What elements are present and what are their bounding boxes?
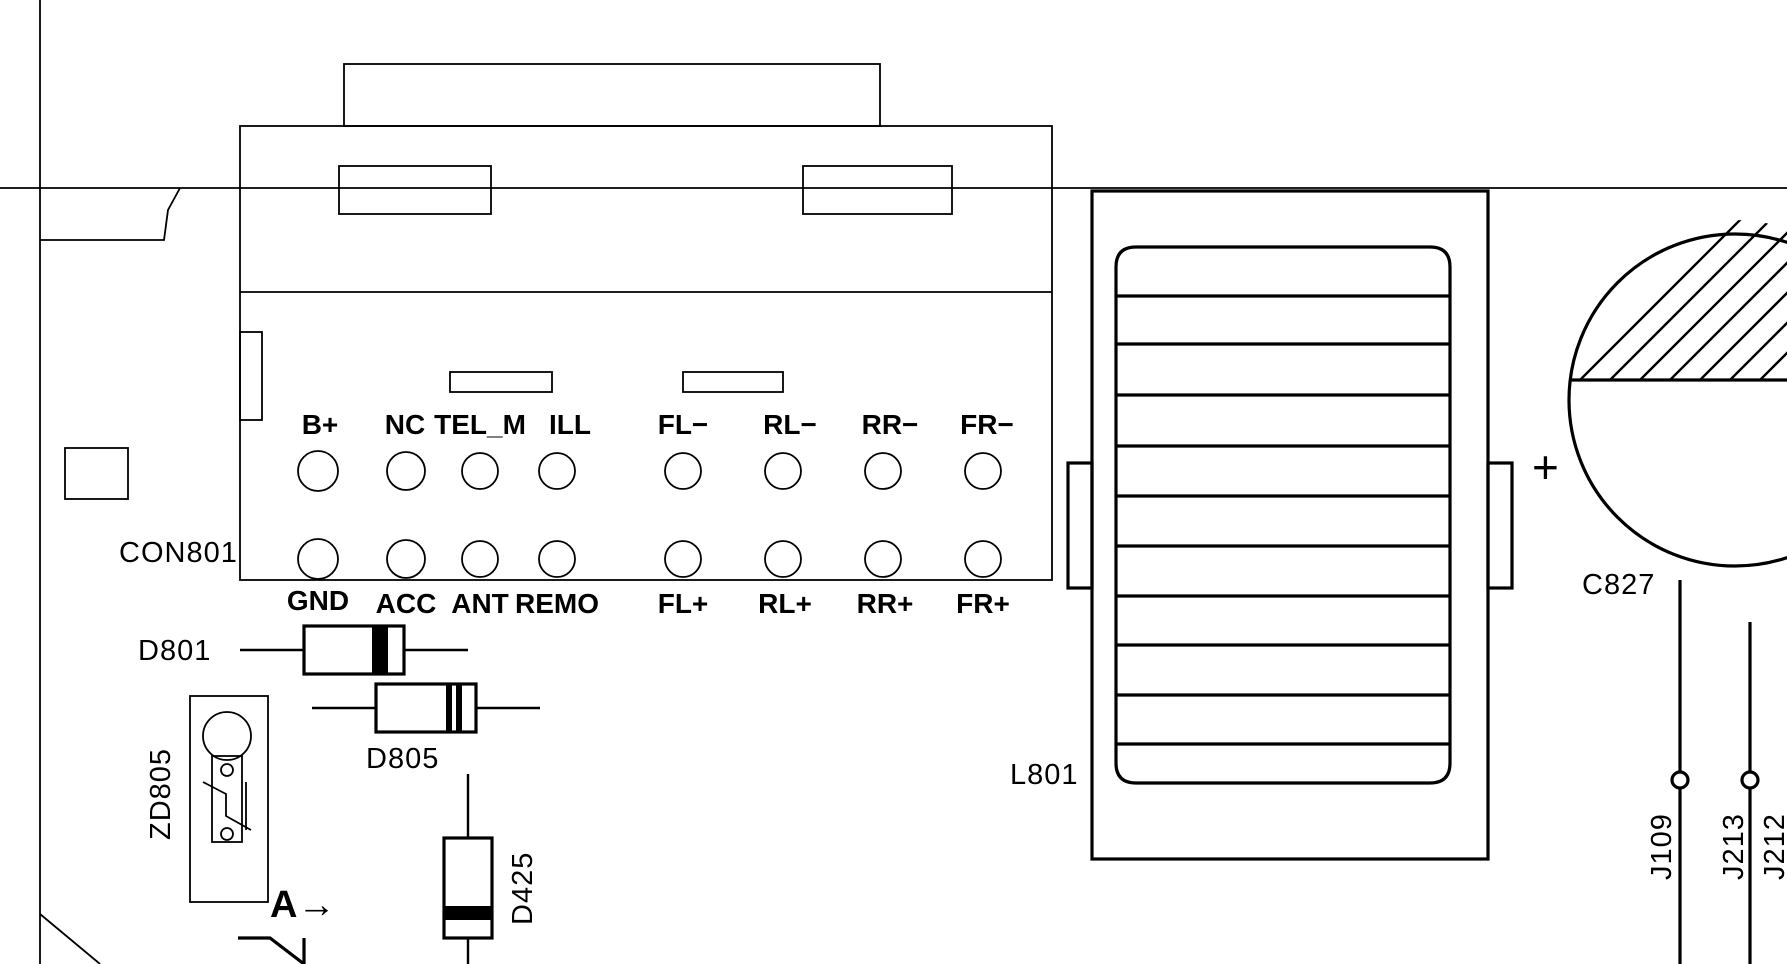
pin-label: RR+ [857,588,914,619]
pin-label: TEL_M [434,409,526,440]
pin-label: ACC [376,588,437,619]
capacitor-c827 [1567,220,1787,568]
pin-label: RR− [862,409,919,440]
d425-label: D425 [507,852,539,925]
pin-label: FL+ [658,588,709,619]
pin-label: FR− [960,409,1014,440]
d801-label: D801 [138,635,211,667]
view-marker-a: A→ [270,884,335,926]
diode-d805 [312,682,540,734]
board-pad [64,447,129,500]
pin-label: GND [287,585,349,616]
polarity-plus-mark: + [1532,441,1559,493]
pin-label: ILL [549,409,591,440]
pin-label: B+ [302,409,339,440]
partial-symbol [238,936,306,964]
j109-label: J109 [1646,813,1678,880]
pin-label: ANT [451,588,509,619]
inductor-l801 [1066,189,1514,861]
pin-label: FL− [658,409,709,440]
diode-d425 [442,774,494,964]
j212-label: J212 [1759,813,1787,880]
zd805-label: ZD805 [145,748,177,840]
zener-zd805 [189,695,269,903]
diode-d801 [240,624,468,676]
d805-label: D805 [366,743,439,775]
pin-label: REMO [515,588,599,619]
pin-label: RL− [763,409,817,440]
c827-label: C827 [1582,569,1655,601]
connector-con801: B+ NC TEL_M ILL FL− RL− RR− FR− GND ACC … [239,63,1053,619]
j213-label: J213 [1718,813,1750,880]
con801-label: CON801 [119,537,238,569]
jumper-j109 [1670,580,1690,964]
pin-label: RL+ [758,588,812,619]
connector-pin-holes [297,450,1002,580]
jumper-j213 [1740,622,1760,964]
l801-label: L801 [1010,759,1079,791]
pin-label: NC [385,409,425,440]
pin-label: FR+ [956,588,1010,619]
